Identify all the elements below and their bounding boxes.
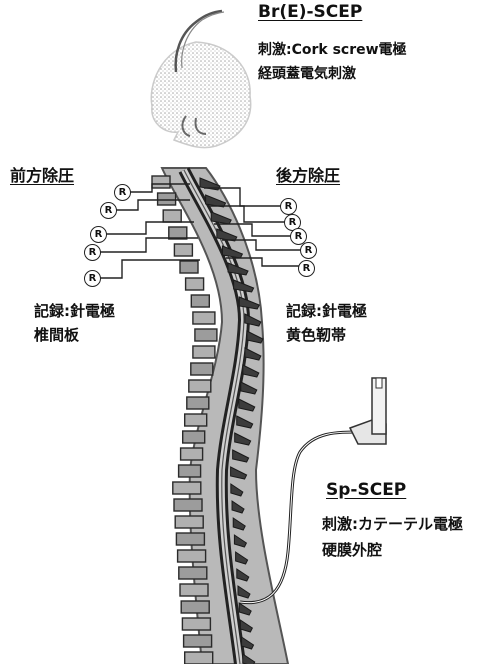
vertebral-body (179, 465, 201, 477)
vertebral-body (174, 499, 202, 511)
vertebral-body (184, 635, 212, 647)
posterior-electrode-badge: R (280, 198, 297, 215)
vertebral-body (183, 431, 205, 443)
vertebral-body (163, 210, 181, 222)
vertebral-body (191, 363, 213, 375)
vertebral-body (175, 516, 203, 528)
brain-scep-title: Br(E)-SCEP (258, 2, 362, 22)
vertebral-body (193, 346, 215, 358)
vertebral-body (174, 244, 192, 256)
anterior-electrode-badge: R (100, 202, 117, 219)
anterior-decompression-title: 前方除圧 (10, 162, 74, 186)
vertebral-body (180, 261, 198, 273)
vertebral-body (185, 652, 213, 664)
vertebral-body (187, 397, 209, 409)
vertebral-body (181, 601, 209, 613)
posterior-recording-site: 黄色靭帯 (286, 324, 346, 347)
vertebral-body (189, 380, 211, 392)
head-illustration (151, 42, 250, 148)
anterior-electrode-badge: R (114, 184, 131, 201)
spinal-scep-stimulus: 刺激:カテーテル電極 (322, 514, 463, 535)
vertebral-body (185, 414, 207, 426)
anterior-recording-label: 記録:針電極 (34, 300, 115, 323)
vertebral-body (181, 448, 203, 460)
vertebral-body (191, 295, 209, 307)
anterior-recording-site: 椎間板 (34, 324, 79, 347)
vertebral-body (169, 227, 187, 239)
spinal-scep-site: 硬膜外腔 (322, 540, 382, 561)
posterior-recording-label: 記録:針電極 (286, 300, 367, 323)
vertebral-body (182, 618, 210, 630)
vertebral-body (180, 584, 208, 596)
spine-illustration (152, 168, 288, 664)
anterior-electrode-badge: R (90, 226, 107, 243)
vertebral-body (193, 312, 215, 324)
vertebral-body (158, 193, 176, 205)
vertebral-body (186, 278, 204, 290)
posterior-electrode-badge: R (300, 242, 317, 259)
vertebral-body (179, 567, 207, 579)
spinal-scep-title: Sp-SCEP (326, 480, 406, 500)
vertebral-body (152, 176, 170, 188)
anterior-electrode-badge: R (84, 244, 101, 261)
vertebral-body (173, 482, 201, 494)
vertebral-body (178, 550, 206, 562)
posterior-decompression-title: 後方除圧 (276, 162, 340, 186)
brain-scep-method: 経頭蓋電気刺激 (258, 64, 356, 85)
posterior-electrode-badge: R (298, 260, 315, 277)
vertebral-body (176, 533, 204, 545)
vertebral-body (195, 329, 217, 341)
brain-scep-stimulus: 刺激:Cork screw電極 (258, 40, 407, 61)
anterior-electrode-badge: R (84, 270, 101, 287)
